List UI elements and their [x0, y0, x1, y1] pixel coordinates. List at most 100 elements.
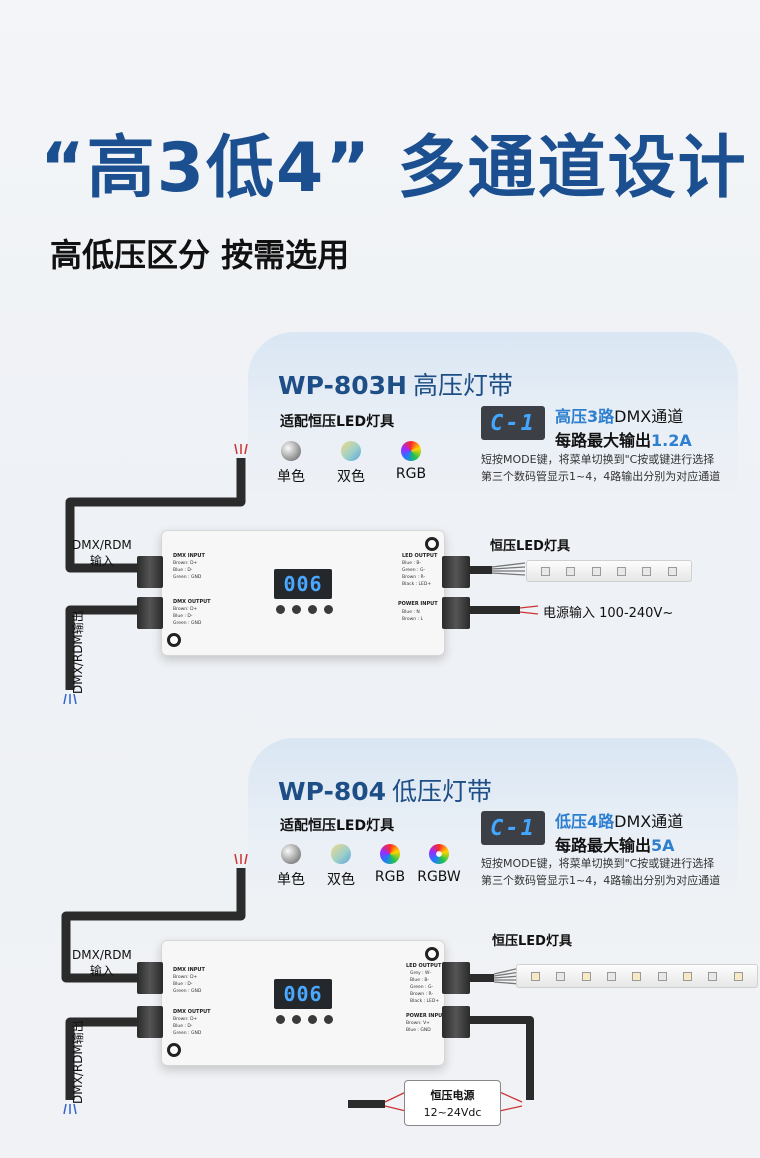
device-button-enter[interactable] [324, 1015, 333, 1024]
led-chip [733, 971, 743, 981]
dmx-output-connector [137, 1006, 163, 1038]
dmx-input-label-line1: DMX/RDM [72, 538, 132, 552]
device-led-display: 006 [274, 569, 332, 599]
channel-count-text: 高压3路DMX通道 [555, 403, 683, 427]
dmx-input-row: Brown: D+ [173, 975, 198, 980]
led-output-title: LED OUTPUT [406, 963, 442, 969]
dmx-output-title: DMX OUTPUT [173, 599, 211, 605]
power-input-connector [442, 1006, 470, 1038]
controller-device-wp804: DMX INPUT Brown: D+ Blue : D- Green : GN… [161, 940, 446, 1066]
device-button-mode[interactable] [276, 1015, 285, 1024]
dmx-output-row: Blue : D- [173, 1024, 193, 1029]
led-output-row: Blue : B- [410, 978, 430, 983]
led-fixture-label: 恒压LED灯具 [492, 934, 572, 949]
device-button-up[interactable] [292, 605, 301, 614]
channel-count-text: 低压4路DMX通道 [555, 808, 683, 832]
swatch-label-rgbw: RGBW [417, 869, 461, 885]
fixture-compat-label: 适配恒压LED灯具 [280, 818, 395, 834]
wiring-diagram-wp803h [63, 443, 539, 705]
max-output-prefix: 每路最大输出 [555, 431, 652, 450]
dmx-input-label-line2: 输入 [89, 964, 114, 978]
dmx-input-title: DMX INPUT [173, 553, 205, 559]
model-voltage-type: 高压灯带 [412, 371, 513, 400]
mounting-hole [167, 633, 181, 647]
swatch-label-dual: 双色 [337, 469, 365, 485]
led-chip [541, 566, 551, 576]
dmx-output-row: Green : GND [173, 621, 202, 626]
max-output-value: 5A [651, 836, 675, 855]
rgb-color-swatch [380, 844, 400, 864]
led-chip [607, 971, 617, 981]
mono-color-swatch [281, 441, 301, 461]
led-output-title: LED OUTPUT [402, 553, 438, 559]
device-button-enter[interactable] [324, 605, 333, 614]
led-chip [708, 971, 718, 981]
dmx-input-wire-label: DMX/RDM 输入 [72, 537, 132, 569]
power-input-row: Blue : GND [406, 1028, 431, 1033]
led-output-row: Grey : W- [410, 971, 431, 976]
mode-note-line-2: 第三个数码管显示1~4，4路输出分别为对应通道 [481, 470, 721, 483]
mounting-hole [425, 947, 439, 961]
max-output-text: 每路最大输出1.2A [555, 427, 692, 451]
dmx-output-wire-label: DMX/RDM输出 [71, 610, 85, 694]
swatch-label-rgb: RGB [395, 466, 427, 482]
power-input-row: Brown : L [402, 617, 424, 622]
channel-count-suffix: DMX通道 [614, 812, 684, 831]
led-chip [591, 566, 601, 576]
controller-device-wp803h: DMX INPUT Brown: D+ Blue : D- Green : GN… [161, 530, 445, 656]
swatch-label-rgb: RGB [374, 869, 406, 885]
led-chip [683, 971, 693, 981]
led-strip-low-voltage [516, 964, 758, 988]
dmx-output-row: Brown: D+ [173, 1017, 198, 1022]
led-chip [632, 971, 642, 981]
dual-color-swatch [331, 844, 351, 864]
max-output-text: 每路最大输出5A [555, 832, 675, 856]
rgb-color-swatch [401, 441, 421, 461]
led-chip [657, 971, 667, 981]
rgbw-color-swatch [429, 844, 449, 864]
led-chip [566, 566, 576, 576]
page-headline: “高3低4” 多通道设计 [40, 129, 748, 208]
channel-count-suffix: DMX通道 [614, 407, 684, 426]
swatch-label-mono: 单色 [277, 872, 305, 888]
dmx-input-wire-label: DMX/RDM 输入 [72, 947, 132, 979]
led-output-row: Green : G- [402, 568, 426, 573]
led-chip [617, 566, 627, 576]
led-chip [531, 971, 541, 981]
power-input-row: Brown: V+ [406, 1021, 430, 1026]
max-output-prefix: 每路最大输出 [555, 836, 652, 855]
dmx-output-connector [137, 597, 163, 629]
power-input-connector [442, 597, 470, 629]
power-input-row: Blue : N [402, 610, 420, 615]
led-output-connector [442, 556, 470, 588]
model-number: WP-804 [278, 777, 387, 806]
swatch-label-dual: 双色 [327, 872, 355, 888]
mono-color-swatch [281, 844, 301, 864]
led-strip-high-voltage [526, 560, 692, 582]
device-button-up[interactable] [292, 1015, 301, 1024]
dual-color-swatch [341, 441, 361, 461]
wiring-diagram-wp804 [61, 853, 534, 1115]
device-button-down[interactable] [308, 1015, 317, 1024]
dmx-input-row: Blue : D- [173, 568, 193, 573]
led-output-row: Brown : R- [410, 992, 434, 997]
dmx-input-connector [137, 556, 163, 588]
device-button-down[interactable] [308, 605, 317, 614]
led-chip [581, 971, 591, 981]
led-output-row: Green : G- [410, 985, 434, 990]
dmx-input-label-line1: DMX/RDM [72, 948, 132, 962]
dmx-input-title: DMX INPUT [173, 967, 205, 973]
swatch-label-mono: 单色 [277, 469, 305, 485]
dmx-input-connector [137, 962, 163, 994]
mode-note-line-2: 第三个数码管显示1~4，4路输出分别为对应通道 [481, 874, 721, 887]
mode-note-line-1: 短按MODE键，将菜单切换到"C按或键进行选择 [481, 453, 715, 466]
psu-voltage: 12~24Vdc [423, 1106, 482, 1119]
device-button-mode[interactable] [276, 605, 285, 614]
page-subheadline: 高低压区分 按需选用 [50, 236, 350, 274]
mounting-hole [167, 1043, 181, 1057]
device-led-display: 006 [274, 979, 332, 1009]
led-output-row: Black : LED+ [402, 582, 432, 587]
dmx-output-wire-label: DMX/RDM输出 [71, 1020, 85, 1104]
